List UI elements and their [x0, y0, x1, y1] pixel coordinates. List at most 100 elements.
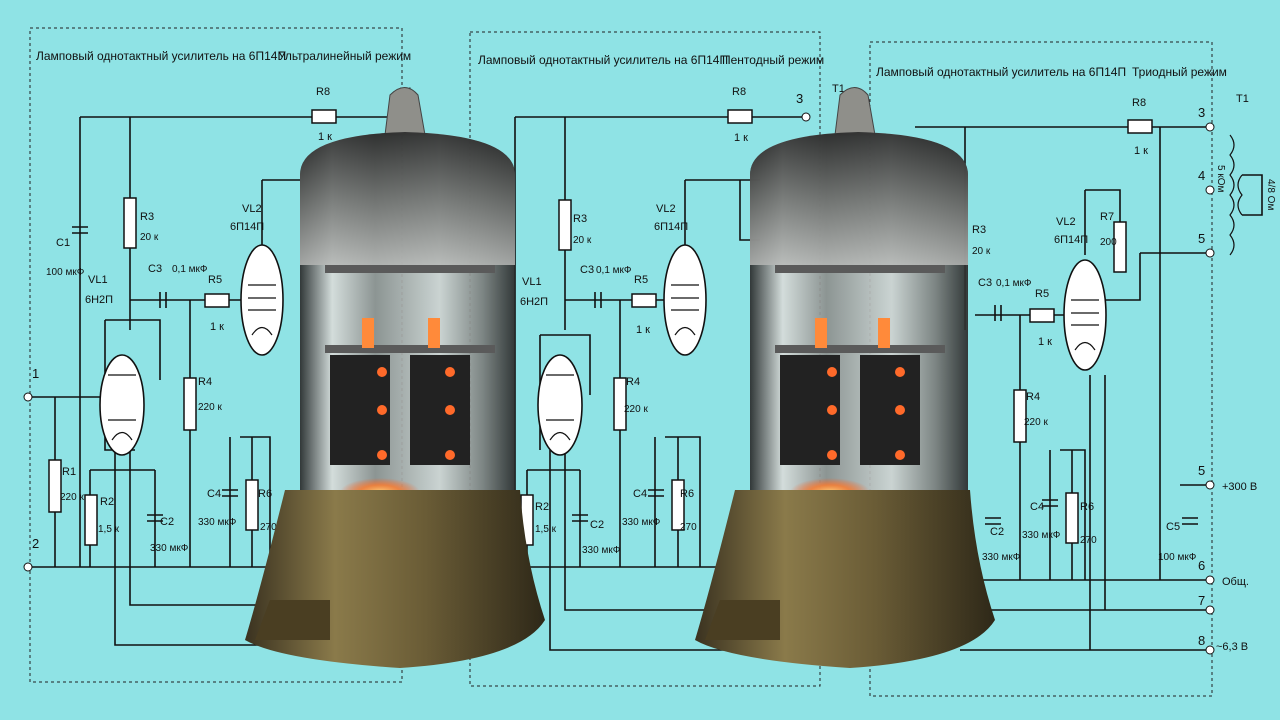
- input-terminal-1: [23, 392, 33, 402]
- c2-value: 330 мкФ: [582, 545, 621, 556]
- r6-resistor: [671, 479, 685, 531]
- input-terminal-2: [23, 562, 33, 572]
- tube-base: [695, 490, 995, 668]
- heater-glow: [428, 318, 440, 348]
- r3-label: R3: [573, 213, 587, 225]
- glow-dot: [377, 367, 387, 377]
- r7-resistor: [1113, 221, 1127, 273]
- c4-value: 330 мкФ: [1022, 530, 1061, 541]
- panel-title: Ламповый однотактный усилитель на 6П14П: [478, 53, 728, 67]
- t1-secondary-value: 4/8 Ом: [1265, 179, 1276, 210]
- common-label: Общ.: [1222, 576, 1249, 588]
- r4-resistor: [183, 377, 197, 431]
- r8-label: R8: [316, 86, 330, 98]
- c4-capacitor: [648, 489, 664, 497]
- r4-resistor: [613, 377, 627, 431]
- r8-value: 1 к: [1134, 145, 1148, 157]
- terminal-common-label: 6: [1198, 558, 1205, 573]
- panel-title: Ламповый однотактный усилитель на 6П14П: [876, 65, 1126, 79]
- r7-value: 200: [1100, 237, 1117, 248]
- c4-capacitor: [1042, 499, 1058, 507]
- terminal-supply-label: 5: [1198, 463, 1205, 478]
- c3-capacitor: [159, 292, 167, 308]
- r3-value: 20 к: [140, 232, 159, 243]
- heater-wires: [960, 609, 1210, 651]
- r2-label: R2: [535, 501, 549, 513]
- c3-capacitor: [594, 292, 602, 308]
- r6-value: 270: [1080, 535, 1097, 546]
- t1-secondary-coil: [1237, 174, 1243, 216]
- r3-value: 20 к: [573, 235, 592, 246]
- c3-label: C3: [978, 277, 992, 289]
- r4-value: 220 к: [1024, 417, 1048, 428]
- panel-mode: Триодный режим: [1132, 65, 1227, 79]
- glow-dot: [827, 450, 837, 460]
- c2-label: C2: [160, 516, 174, 528]
- vl2-electrodes: [1071, 299, 1099, 351]
- heater-taps: [1089, 375, 1106, 650]
- terminal-5: [1205, 248, 1215, 258]
- r4-label: R4: [198, 376, 212, 388]
- r5-resistor: [204, 293, 230, 308]
- tube-tip: [384, 87, 426, 136]
- vl2-electrodes: [248, 284, 276, 336]
- cathode-wire: [526, 469, 581, 567]
- glow-dot: [445, 450, 455, 460]
- glow-dot: [445, 367, 455, 377]
- c4-value: 330 мкФ: [622, 517, 661, 528]
- terminal-4: [1205, 185, 1215, 195]
- r8-value: 1 к: [734, 132, 748, 144]
- r8-resistor: [1127, 119, 1153, 134]
- panel-ultralinear: Ламповый однотактный усилитель на 6П14П …: [23, 27, 413, 683]
- glow-dot: [895, 450, 905, 460]
- vl2-label: VL2: [1056, 216, 1076, 228]
- base-tab: [705, 600, 780, 640]
- r2-label: R2: [100, 496, 114, 508]
- r4-value: 220 к: [624, 404, 648, 415]
- terminal-heater-a: [1205, 605, 1215, 615]
- c1-capacitor: [72, 226, 88, 234]
- c4-label: C4: [633, 488, 647, 500]
- r1-label: R1: [62, 466, 76, 478]
- glow-dot: [895, 405, 905, 415]
- r8-label: R8: [1132, 97, 1146, 109]
- c1-value: 100 мкФ: [46, 267, 85, 278]
- c3-value: 0,1 мкФ: [172, 264, 208, 275]
- panel-mode: Ультралинейный режим: [278, 49, 411, 63]
- c5-value: 100 мкФ: [1158, 552, 1197, 563]
- vl2-type: 6П14П: [1054, 234, 1088, 246]
- terminal-3: [801, 112, 811, 122]
- r3-value: 20 к: [972, 246, 991, 257]
- tube-tip: [834, 87, 876, 136]
- getter-coating: [300, 132, 515, 265]
- r6-label: R6: [258, 488, 272, 500]
- vl1-type: 6Н2П: [85, 294, 113, 306]
- r4-label: R4: [1026, 391, 1040, 403]
- c4-value: 330 мкФ: [198, 517, 237, 528]
- plate-right: [860, 355, 920, 465]
- terminal-heater-b: [1205, 645, 1215, 655]
- base-tab: [255, 600, 330, 640]
- c3-capacitor: [994, 305, 1002, 321]
- terminal-3-label: 3: [796, 91, 803, 106]
- c4-label: C4: [207, 488, 221, 500]
- vl1-electrodes: [546, 374, 574, 441]
- c4-capacitor: [222, 489, 238, 497]
- r5-label: R5: [1035, 288, 1049, 300]
- vl1-tube: [537, 354, 583, 456]
- r6-resistor: [245, 479, 259, 531]
- glow-dot: [827, 405, 837, 415]
- c4-label: C4: [1030, 501, 1044, 513]
- c2-value: 330 мкФ: [150, 543, 189, 554]
- c2-value: 330 мкФ: [982, 552, 1021, 563]
- vl2-tube: [1063, 259, 1107, 371]
- r8-resistor: [311, 109, 337, 124]
- r5-value: 1 к: [636, 324, 650, 336]
- terminal-3: [1205, 122, 1215, 132]
- panel-mode: Пентодный режим: [722, 53, 824, 67]
- vl1-tube: [99, 354, 145, 456]
- mica-top: [775, 265, 945, 273]
- vl1-electrodes: [108, 374, 136, 441]
- r5-value: 1 к: [1038, 336, 1052, 348]
- vacuum-tube-photo-right: [695, 87, 995, 668]
